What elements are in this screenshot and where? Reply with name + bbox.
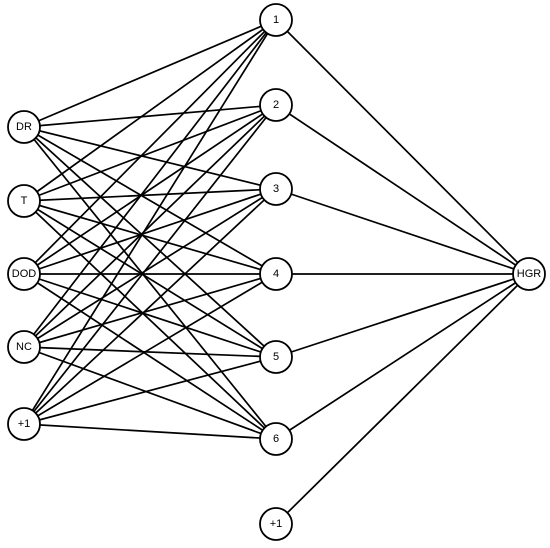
edge-hidden-0-output-0 [275, 19, 530, 275]
hidden-node-6-label: +1 [270, 518, 283, 530]
hidden-node-3-circle [259, 257, 293, 291]
input-node-2: DOD [7, 257, 41, 291]
input-node-1: T [7, 184, 41, 218]
hidden-node-6: +1 [259, 507, 293, 541]
edge-input-4-hidden-2 [23, 188, 277, 425]
input-node-3-circle [7, 330, 41, 364]
edge-input-1-hidden-0 [23, 19, 277, 202]
edge-input-3-hidden-1 [23, 104, 277, 348]
input-node-3-label: NC [16, 341, 32, 353]
edge-input-3-hidden-2 [23, 188, 277, 348]
edge-input-1-hidden-4 [23, 200, 277, 358]
edge-input-3-hidden-0 [23, 19, 277, 348]
hidden-node-2: 3 [259, 172, 293, 206]
hidden-node-4-label: 5 [273, 351, 279, 363]
edge-input-0-hidden-2 [23, 126, 277, 190]
hidden-node-5-circle [259, 422, 293, 456]
edge-hidden-6-output-0 [275, 273, 530, 525]
input-node-4-label: +1 [18, 418, 31, 430]
hidden-node-0: 1 [259, 3, 293, 37]
edge-input-1-hidden-5 [23, 200, 277, 440]
hidden-node-4: 5 [259, 340, 293, 374]
edge-input-3-hidden-5 [23, 346, 277, 440]
edge-input-3-hidden-4 [23, 346, 277, 358]
edge-input-1-hidden-2 [23, 188, 277, 202]
input-node-1-circle [7, 184, 41, 218]
edge-input-4-hidden-3 [23, 273, 277, 425]
edge-input-4-hidden-5 [23, 423, 277, 440]
edge-hidden-5-output-0 [275, 273, 530, 440]
edge-input-4-hidden-1 [23, 104, 277, 425]
edge-input-0-hidden-1 [23, 104, 277, 128]
edge-input-0-hidden-5 [23, 126, 277, 440]
hidden-node-2-label: 3 [273, 183, 279, 195]
edge-input-2-hidden-0 [23, 19, 277, 275]
hidden-node-1-label: 2 [273, 99, 279, 111]
connections [23, 19, 530, 525]
input-node-1-label: T [21, 195, 28, 207]
output-node-0-label: HGR [517, 268, 542, 280]
input-node-0-circle [7, 110, 41, 144]
input-node-2-circle [7, 257, 41, 291]
edge-input-1-hidden-3 [23, 200, 277, 275]
edge-input-0-hidden-0 [23, 19, 277, 128]
edge-input-2-hidden-1 [23, 104, 277, 275]
hidden-node-3-label: 4 [273, 268, 279, 280]
input-node-0: DR [7, 110, 41, 144]
hidden-node-0-circle [259, 3, 293, 37]
hidden-node-5: 6 [259, 422, 293, 456]
edge-input-0-hidden-4 [23, 126, 277, 358]
input-node-2-label: DOD [12, 268, 37, 280]
edge-input-3-hidden-3 [23, 273, 277, 348]
hidden-node-4-circle [259, 340, 293, 374]
hidden-node-5-label: 6 [273, 433, 279, 445]
nodes: DR T DOD NC +1 1 2 3 4 5 6 +1 HGR [7, 3, 546, 541]
edge-input-2-hidden-5 [23, 273, 277, 440]
edge-hidden-2-output-0 [275, 188, 530, 275]
edge-input-2-hidden-4 [23, 273, 277, 358]
output-node-0: HGR [512, 257, 546, 291]
edge-input-4-hidden-0 [23, 19, 277, 425]
edge-input-1-hidden-1 [23, 104, 277, 202]
edge-hidden-4-output-0 [275, 273, 530, 358]
edge-input-0-hidden-3 [23, 126, 277, 275]
input-node-3: NC [7, 330, 41, 364]
hidden-node-6-circle [259, 507, 293, 541]
output-node-0-circle [512, 257, 546, 291]
input-node-4: +1 [7, 407, 41, 441]
hidden-node-3: 4 [259, 257, 293, 291]
input-node-4-circle [7, 407, 41, 441]
hidden-node-2-circle [259, 172, 293, 206]
hidden-node-1: 2 [259, 88, 293, 122]
hidden-node-0-label: 1 [273, 14, 279, 26]
edge-hidden-1-output-0 [275, 104, 530, 275]
edge-input-4-hidden-4 [23, 356, 277, 425]
hidden-node-1-circle [259, 88, 293, 122]
input-node-0-label: DR [16, 121, 32, 133]
edge-input-2-hidden-2 [23, 188, 277, 275]
